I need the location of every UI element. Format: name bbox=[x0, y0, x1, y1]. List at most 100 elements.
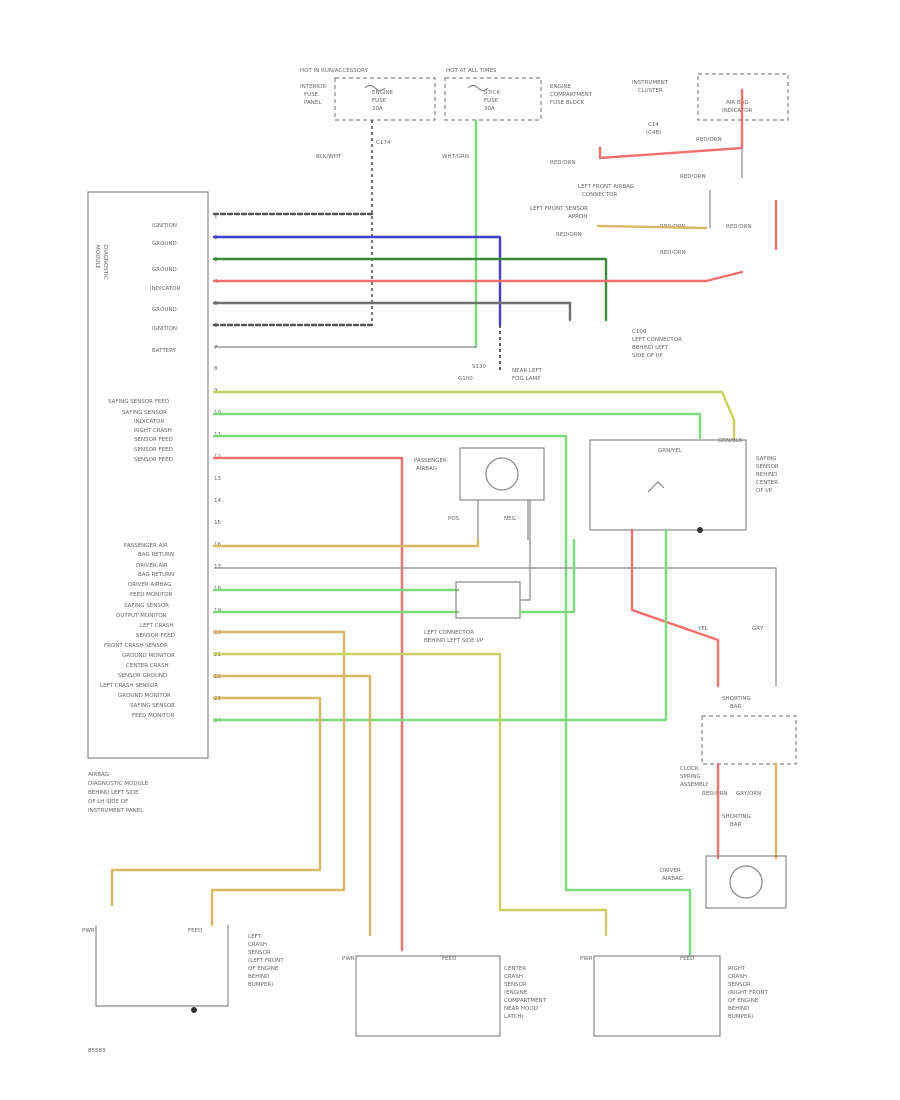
pass-label-13: SENSOR GROUND bbox=[118, 673, 167, 679]
pin-14: 14 bbox=[214, 498, 221, 504]
interior-panel-line1: INTERIOR bbox=[300, 84, 326, 90]
left-crash-line1: LEFT bbox=[248, 934, 262, 940]
sensor-label-0: SAFING SENSOR FEED bbox=[108, 399, 169, 405]
pass-neg: NEG bbox=[504, 516, 516, 522]
pin-label-ground-2: GROUND bbox=[152, 267, 177, 273]
c100-line4: SIDE OF I/P bbox=[632, 353, 663, 359]
wire-center-crash-feed bbox=[212, 674, 372, 937]
right-crash-line4: (RIGHT FRONT bbox=[728, 990, 769, 996]
cluster-connector-line2: (C4B) bbox=[646, 130, 661, 136]
wire-wht-grn-label: WHT/GRN bbox=[442, 154, 469, 160]
clock-spring-box bbox=[701, 715, 797, 765]
interior-fuse-panel-box bbox=[334, 77, 436, 121]
passenger-airbag-line1: PASSENGER bbox=[414, 458, 447, 464]
wire-red-orn-clock bbox=[630, 528, 720, 688]
wire-right-crash-feed bbox=[212, 652, 608, 937]
hot-label-2: HOT AT ALL TIMES bbox=[446, 68, 497, 74]
pin-label-ground-1: GROUND bbox=[152, 241, 177, 247]
center-crash-line6: NEAR HOOD bbox=[504, 1006, 538, 1012]
pin-17: 17 bbox=[214, 564, 221, 570]
safing-pin-1: GRN/YEL bbox=[658, 448, 683, 454]
right-crash-line2: CRASH bbox=[728, 974, 747, 980]
clock-wire-red-orn: RED/ORN bbox=[702, 791, 728, 797]
pass-label-15: GROUND MONITOR bbox=[118, 693, 171, 699]
right-red-org-label: RED/ORN bbox=[726, 224, 752, 230]
pin-label-indicator: INDICATOR bbox=[150, 286, 180, 292]
pass-label-1: BAG RETURN bbox=[138, 552, 174, 558]
pass-label-12: CENTER CRASH bbox=[126, 663, 169, 669]
center-crash-line5: COMPARTMENT bbox=[504, 998, 547, 1004]
left-crash-ground bbox=[191, 1007, 197, 1013]
hot-label: HOT IN RUN/ACCESSORY bbox=[300, 68, 368, 74]
sensor-label-5: SENSOR FEED bbox=[134, 447, 173, 453]
instrument-cluster: INSTRUMENT CLUSTER AIR BAG INDICATOR C14… bbox=[550, 73, 789, 180]
right-crash-sensor-box bbox=[593, 955, 721, 1037]
cluster-red-org-3: RED/ORN bbox=[680, 174, 706, 180]
left-crash-line6: BEHIND bbox=[248, 974, 269, 980]
driver-airbag-box bbox=[705, 855, 787, 909]
splice-label-3: FOG LAMP bbox=[512, 376, 541, 382]
pass-label-0: PASSENGER AIR bbox=[124, 543, 168, 549]
passenger-airbag-line2: AIRBAG bbox=[416, 466, 437, 472]
pin-label-ignition: IGNITION bbox=[152, 223, 177, 229]
left-connector-line2: BEHIND LEFT SIDE I/P bbox=[424, 638, 484, 644]
c100-line3: BEHIND LEFT bbox=[632, 345, 669, 351]
diag-side-line1: DIAGNOSTIC bbox=[102, 245, 108, 280]
diagnostic-module-box bbox=[87, 191, 209, 759]
passenger-airbag-icon bbox=[485, 457, 519, 491]
pass-label-4: DRIVER AIRBAG bbox=[128, 582, 171, 588]
pin-8: 8 bbox=[214, 366, 218, 372]
right-crash-pin-2: FEED bbox=[680, 956, 694, 962]
left-crash-sensor-box bbox=[95, 925, 229, 1007]
safing-sensor-box bbox=[589, 439, 747, 531]
pin-13: 13 bbox=[214, 476, 221, 482]
c-left-loc-1: LEFT FRONT SENSOR bbox=[530, 206, 588, 212]
fuse-b-line1: STICK bbox=[484, 90, 500, 96]
airbag-indicator-line2: INDICATOR bbox=[722, 108, 752, 114]
cluster-red-org-1: RED/ORN bbox=[696, 137, 722, 143]
sensor-label-3: RIGHT CRASH bbox=[134, 428, 172, 434]
sensor-label-4: SENSOR FEED bbox=[134, 437, 173, 443]
clock-wire-yel: YEL bbox=[697, 626, 709, 632]
pass-label-16: SAFING SENSOR bbox=[130, 703, 175, 709]
wire-left-crash-feed bbox=[210, 630, 346, 927]
fuse-panel: HOT IN RUN/ACCESSORY HOT AT ALL TIMES IN… bbox=[300, 68, 593, 160]
pass-label-3: BAG RETURN bbox=[138, 572, 174, 578]
mid-red-org-label-2: RED/ORN bbox=[660, 250, 686, 256]
engine-fuse-line1: ENGINE bbox=[372, 90, 394, 96]
wire-driver-return bbox=[214, 567, 777, 686]
left-crash-line3: SENSOR bbox=[248, 950, 271, 956]
center-crash-line3: SENSOR bbox=[504, 982, 527, 988]
pin-label-ground-3: GROUND bbox=[152, 307, 177, 313]
wire-pin-3 bbox=[212, 257, 608, 322]
airbag-indicator-line1: AIR BAG bbox=[726, 100, 749, 106]
center-crash-line7: LATCH) bbox=[504, 1014, 524, 1020]
left-crash-pin-1: PWR bbox=[82, 928, 95, 934]
safing-label-2: BEHIND bbox=[756, 472, 777, 478]
fuse-num: C174 bbox=[376, 140, 391, 146]
center-crash-pin-1: PWR bbox=[342, 956, 355, 962]
right-crash-line3: SENSOR bbox=[728, 982, 751, 988]
center-crash-pin-2: FEED bbox=[442, 956, 456, 962]
left-connector-box bbox=[455, 581, 521, 619]
pin-numbers: 1 2 3 4 5 6 7 8 9 10 11 12 13 14 15 16 1… bbox=[214, 214, 221, 724]
footer-code: 85583 bbox=[88, 1048, 106, 1054]
safing-label-0: SAFING bbox=[756, 456, 777, 462]
pin-15: 15 bbox=[214, 520, 221, 526]
safing-label-4: OF I/P bbox=[756, 488, 773, 494]
driver-airbag-line1: DRIVER bbox=[660, 868, 681, 874]
safing-label-1: SENSOR bbox=[756, 464, 779, 470]
wire-right-crash bbox=[212, 434, 692, 957]
instrument-cluster-line1: INSTRUMENT bbox=[632, 80, 669, 86]
shorting-bar-1b: BAR bbox=[730, 704, 742, 710]
instrument-cluster-line2: CLUSTER bbox=[638, 88, 663, 94]
location-note-2: BEHIND LEFT SIDE bbox=[88, 790, 139, 796]
safing-ground-dot bbox=[697, 527, 703, 533]
c100-line2: LEFT CONNECTOR bbox=[632, 337, 682, 343]
splice-label-1: S130 bbox=[472, 364, 486, 370]
pass-label-2: DRIVER AIR bbox=[136, 563, 168, 569]
wire-left-ground bbox=[110, 696, 322, 907]
c-left-label-2: CONNECTOR bbox=[582, 192, 617, 198]
wire-blk-wht-label: BLK/WHT bbox=[316, 154, 342, 160]
right-crash-line7: BUMPER) bbox=[728, 1014, 753, 1020]
